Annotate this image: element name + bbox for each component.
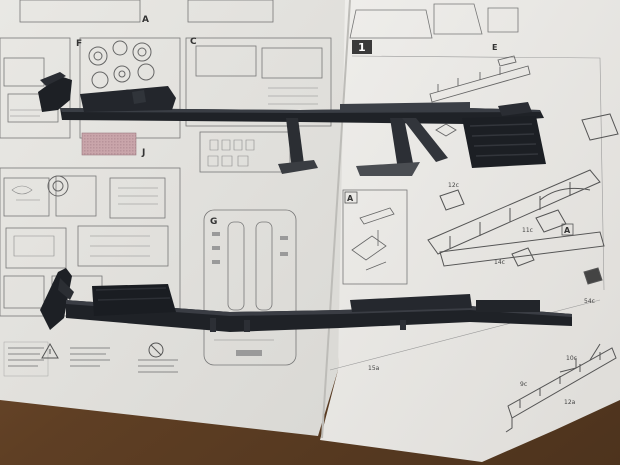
callout-54c: 54c xyxy=(584,298,595,305)
no-children-icon xyxy=(148,342,164,358)
detail-box-a-tag xyxy=(344,191,358,204)
section-letter-c: C xyxy=(190,37,197,47)
cab-outline xyxy=(349,3,519,39)
inner-badge-a-letter: A xyxy=(564,226,571,235)
kit-part-bits xyxy=(212,232,288,356)
sprue-frames xyxy=(0,0,332,366)
safety-notice xyxy=(3,341,178,377)
section-letter-e: E xyxy=(492,43,497,52)
detail-box-a-letter: A xyxy=(347,194,354,203)
section-letter-g: G xyxy=(210,217,217,227)
section-letter-f: F xyxy=(76,39,82,49)
instruction-page-left xyxy=(0,0,352,436)
step-number-badge xyxy=(352,40,372,54)
callout-12a: 12a xyxy=(564,399,576,406)
inner-badge-a xyxy=(561,223,574,236)
lower-frame-rail xyxy=(40,268,572,332)
warning-icon xyxy=(41,342,59,359)
detail-box-a xyxy=(342,189,408,285)
callout-12c: 12c xyxy=(448,182,459,189)
section-letter-a: A xyxy=(142,15,149,25)
detail-box-parts xyxy=(351,207,395,271)
page-fold xyxy=(321,0,351,439)
grille-panel xyxy=(81,132,137,156)
callout-9c: 9c xyxy=(520,381,527,388)
upper-frame-rail xyxy=(38,72,546,176)
step-number: 1 xyxy=(358,41,366,54)
frame-rail-diagram xyxy=(505,343,617,433)
chassis-diagram-upper xyxy=(429,55,531,137)
callout-14c: 14c xyxy=(494,259,505,266)
callout-11c: 11c xyxy=(522,227,533,234)
instruction-page-right xyxy=(320,0,620,462)
callout-10c: 10c xyxy=(566,355,577,362)
section-letter-j: J xyxy=(141,148,145,158)
assembly-frame-lines xyxy=(329,55,605,371)
callout-15a: 15a xyxy=(368,365,380,372)
